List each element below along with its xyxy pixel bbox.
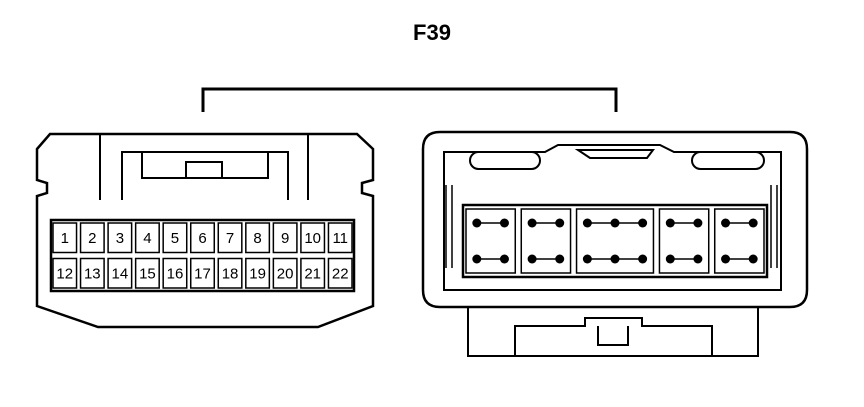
pin-number: 1	[61, 230, 69, 247]
pin-number: 18	[222, 265, 239, 282]
connector-title: F39	[413, 20, 451, 45]
pin-cell	[272, 257, 298, 289]
pin-dot	[693, 218, 703, 228]
pin-cell	[134, 257, 160, 289]
right-bottom-housing	[467, 307, 759, 357]
left-latch-tab	[150, 161, 260, 179]
right-latch-tab	[574, 149, 655, 159]
pin-group	[658, 208, 710, 274]
left-pin-block	[49, 218, 356, 293]
pin-dot	[527, 254, 537, 264]
right-slot-left	[469, 151, 541, 170]
pin-dot	[472, 218, 482, 228]
pin-number: 15	[139, 265, 156, 282]
pin-cell	[189, 257, 216, 289]
pin-dot	[748, 218, 758, 228]
pin-cell	[217, 257, 243, 289]
pin-group	[713, 208, 765, 274]
pin-number: 11	[332, 230, 348, 247]
pin-dot	[748, 254, 758, 264]
pin-dot	[499, 218, 509, 228]
pin-number: 12	[56, 265, 73, 282]
pin-number: 21	[304, 265, 321, 282]
pin-group	[520, 208, 572, 274]
pin-cell	[79, 222, 105, 254]
pin-dot	[582, 254, 592, 264]
pin-cell	[162, 222, 188, 254]
pin-dot	[499, 254, 509, 264]
pin-number: 6	[198, 230, 206, 247]
pin-dot	[610, 218, 620, 228]
pin-cell	[217, 222, 243, 254]
pin-dot	[582, 218, 592, 228]
pin-dot	[555, 254, 565, 264]
pin-group	[575, 208, 655, 274]
right-slot-right	[691, 151, 765, 170]
pin-dot	[721, 254, 731, 264]
pin-dot	[638, 218, 648, 228]
pin-dot	[638, 254, 648, 264]
right-connector	[421, 130, 809, 357]
pin-cell	[52, 222, 78, 254]
pin-cell	[245, 257, 271, 289]
pin-number: 22	[332, 265, 349, 282]
pin-number: 9	[281, 230, 289, 247]
pin-number: 16	[167, 265, 184, 282]
pin-number: 14	[112, 265, 129, 282]
pin-cell	[134, 222, 160, 254]
pin-cell	[245, 222, 271, 254]
right-connector-outline	[421, 130, 809, 309]
pin-dot	[527, 218, 537, 228]
pin-cell	[162, 257, 188, 289]
pin-number: 13	[84, 265, 101, 282]
pin-number: 19	[249, 265, 266, 282]
left-latch-inner	[121, 151, 289, 200]
pin-cell	[189, 222, 216, 254]
view-bracket	[201, 87, 618, 112]
pin-number: 3	[116, 230, 124, 247]
left-latch-outer	[99, 134, 309, 200]
pin-cell	[52, 257, 78, 289]
pin-group	[465, 208, 517, 274]
pin-number: 4	[143, 230, 151, 247]
pin-number: 10	[304, 230, 321, 247]
pin-number: 2	[88, 230, 96, 247]
pin-number: 7	[226, 230, 234, 247]
pin-cell	[300, 257, 326, 289]
pin-number: 20	[277, 265, 294, 282]
pin-number: 5	[171, 230, 179, 247]
right-connector-inner	[443, 144, 782, 291]
pin-dot	[693, 254, 703, 264]
pin-number: 8	[253, 230, 261, 247]
pin-cell	[327, 222, 353, 254]
right-pin-block	[461, 203, 769, 279]
pin-dot	[472, 254, 482, 264]
left-connector-outline	[35, 132, 375, 329]
right-side-ribs	[445, 185, 778, 268]
pin-dot	[610, 254, 620, 264]
pin-cell	[107, 222, 133, 254]
pin-cell	[79, 257, 105, 289]
pin-cell	[107, 257, 133, 289]
pin-cell	[272, 222, 298, 254]
pin-number: 17	[194, 265, 211, 282]
pin-dot	[555, 218, 565, 228]
pin-dot	[665, 254, 675, 264]
pin-cell	[327, 257, 353, 289]
pin-dot	[665, 218, 675, 228]
pin-cell	[300, 222, 326, 254]
pin-dot	[721, 218, 731, 228]
